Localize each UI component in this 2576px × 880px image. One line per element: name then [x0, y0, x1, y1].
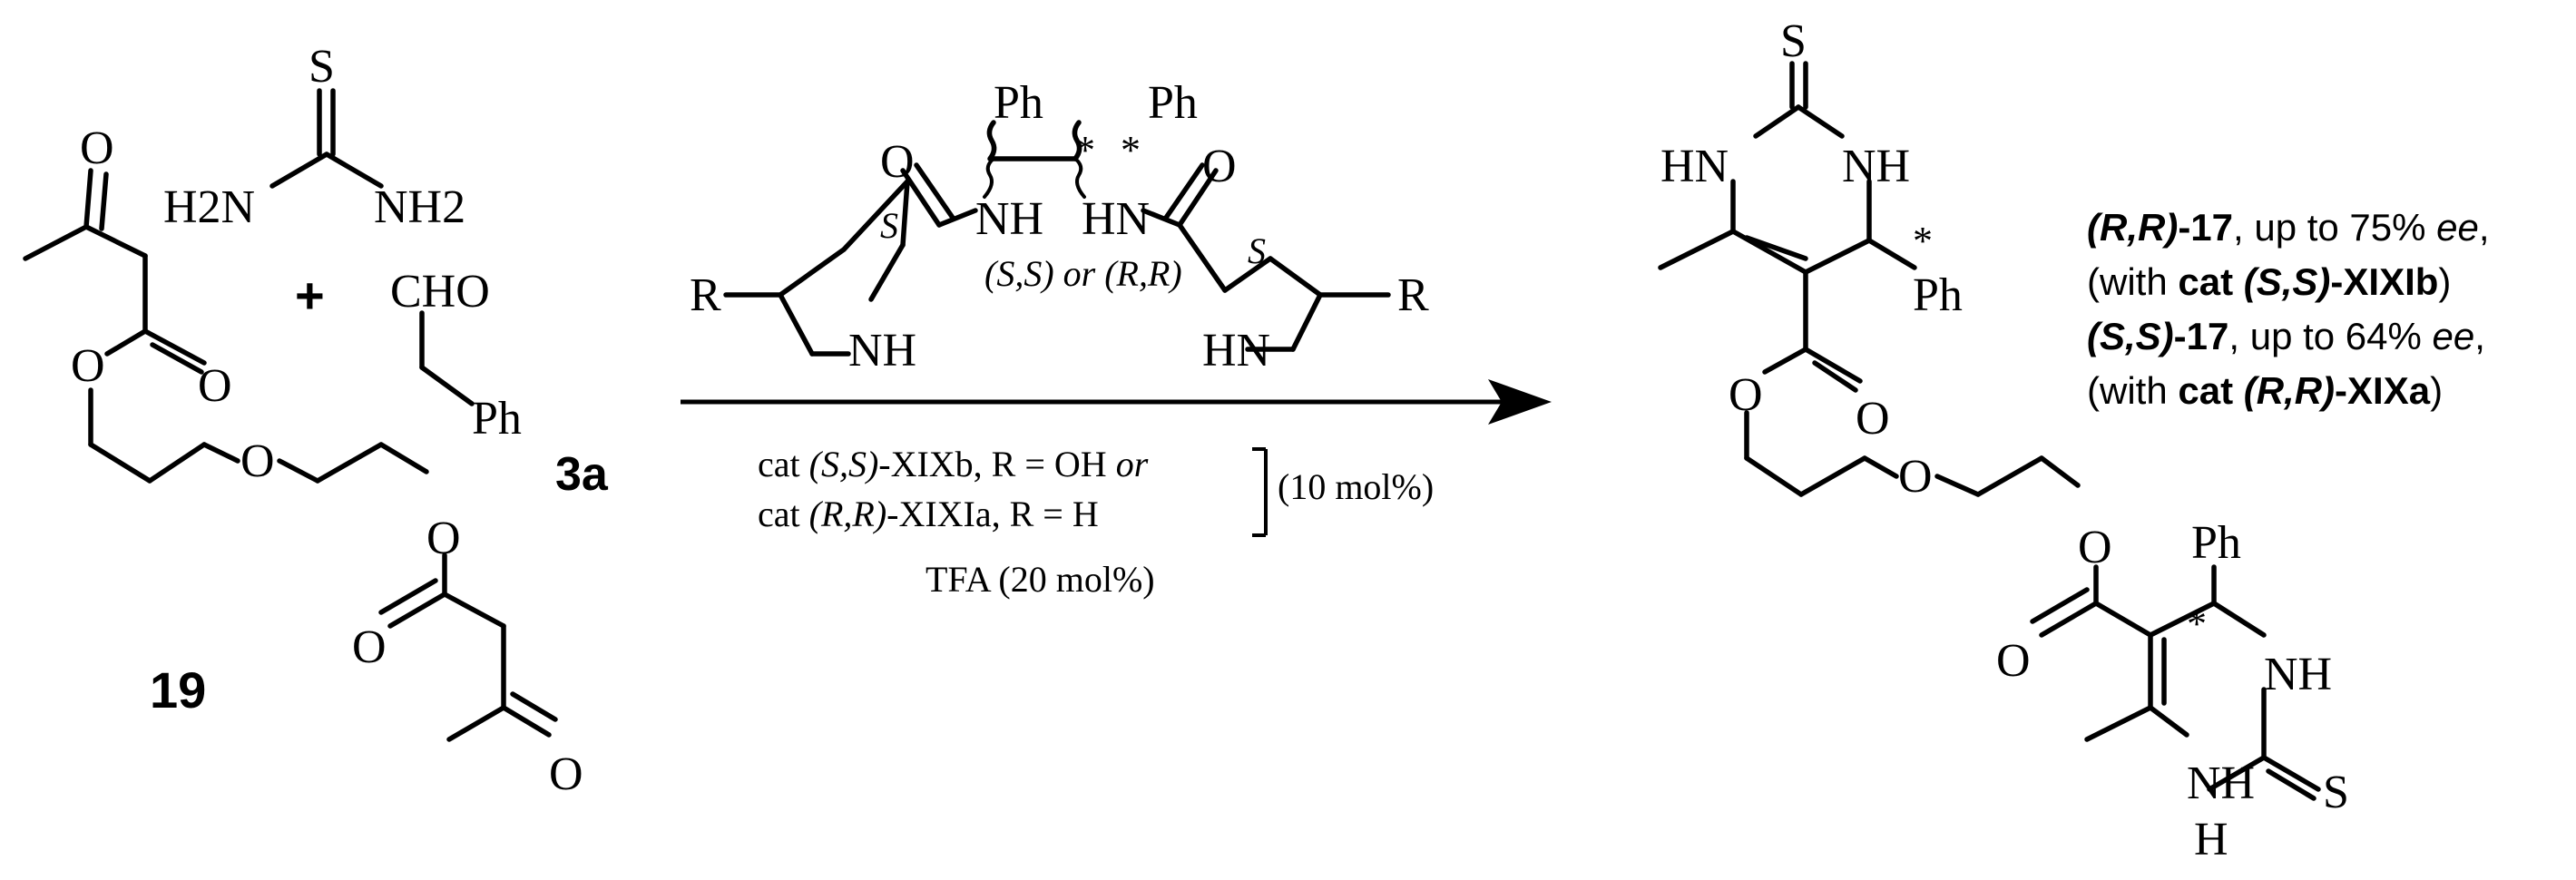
aldehyde-label: 3a: [555, 448, 609, 501]
results-line2: (with cat (S,S)-XIXIb): [2087, 260, 2451, 303]
results-line4-stereo: (R,R): [2244, 369, 2335, 412]
catalyst-o-right: O: [1202, 141, 1237, 192]
catalyst-hn-right: HN: [1082, 193, 1150, 245]
results-line3-ee: ee: [2433, 315, 2475, 357]
results-line1-compound: -17: [2178, 206, 2233, 249]
reactant-19-o-ester1: O: [71, 340, 105, 392]
product-stereo-star-top: *: [1913, 219, 1933, 263]
results-line1-end: ,: [2479, 206, 2490, 249]
product-sulfur-bottom: S: [2323, 767, 2349, 818]
results-line1-stereo: (R,R): [2087, 206, 2178, 249]
catalyst-s-right: S: [1248, 230, 1266, 271]
product-stereo-star-bottom: *: [2187, 601, 2207, 646]
results-line1-ee: ee: [2436, 206, 2479, 249]
reactant-19-structure: [23, 168, 558, 742]
catalyst-stereo-note: (S,S) or (R,R): [984, 253, 1182, 294]
catalyst-o-left: O: [880, 136, 915, 188]
reactant-19-o-ketone2: O: [549, 748, 583, 800]
catalyst-r-right: R: [1397, 269, 1429, 321]
thiourea-sulfur: S: [309, 41, 335, 93]
catalyst-ph-left: Ph: [994, 77, 1043, 129]
results-line4-name: -XIXa: [2335, 369, 2431, 412]
reactant-19-o-ketone1: O: [80, 122, 114, 174]
product-h-bottom: H: [2194, 814, 2228, 865]
reactant-19-o-carbonyl1: O: [198, 360, 232, 412]
conditions-line1: cat (S,S)-XIXb, R = OH or: [758, 444, 1149, 484]
product-n-bottom: NH: [2187, 758, 2255, 809]
results-line4-open: (with: [2087, 369, 2178, 412]
conditions-loading: (10 mol%): [1278, 466, 1434, 507]
catalyst-nh-pyrrolidine-left: NH: [848, 325, 916, 376]
product-nh-top: NH: [1842, 141, 1910, 192]
conditions-additive: TFA (20 mol%): [926, 559, 1155, 600]
product-hn-top: HN: [1660, 141, 1729, 192]
catalyst-structure: [723, 120, 1391, 357]
product-structure: [1658, 61, 2321, 801]
results-line3-compound: -17: [2174, 315, 2229, 357]
catalyst-r-left: R: [690, 269, 721, 321]
product-o-carbonyl-bottom: O: [1996, 635, 2031, 687]
reactant-19-o-ether: O: [240, 435, 275, 487]
catalyst-stereo-star-right: *: [1121, 128, 1141, 172]
conditions-line1-or: or: [1116, 444, 1149, 484]
results-line4: (with cat (R,R)-XIXa): [2087, 369, 2443, 412]
thiourea-nh2-left: H2N: [163, 181, 255, 233]
product-nh-bottom-right: NH: [2264, 649, 2332, 700]
catalyst-ph-right: Ph: [1148, 77, 1198, 129]
results-line2-open: (with: [2087, 260, 2178, 303]
plus-sign: +: [295, 267, 325, 324]
product-o-ester-top: O: [1729, 369, 1763, 421]
conditions-line2-rest: -XIXIa, R = H: [886, 494, 1099, 534]
catalyst-nh-left: NH: [975, 193, 1043, 245]
reactant-19-o-carbonyl2: O: [352, 621, 387, 673]
thiourea-nh2-right: NH2: [374, 181, 465, 233]
catalyst-hn-pyrrolidine-right: HN: [1202, 325, 1270, 376]
conditions-line2-prefix: cat: [758, 494, 809, 534]
product-ph-top: Ph: [1913, 269, 1963, 321]
product-o-ester-bottom: O: [2078, 522, 2112, 573]
thiourea-structure: [269, 88, 384, 189]
aldehyde-structure: [419, 310, 475, 406]
reactant-19-label: 19: [150, 661, 206, 719]
results-line3-stereo: (S,S): [2087, 315, 2174, 357]
catalyst-stereo-star-left: *: [1075, 128, 1095, 172]
results-line2-cat: cat: [2178, 260, 2243, 303]
aldehyde-ph: Ph: [472, 393, 522, 445]
results-line2-name: -XIXIb: [2330, 260, 2438, 303]
product-ph-bottom: Ph: [2191, 517, 2241, 569]
aldehyde-cho: CHO: [390, 266, 490, 318]
results-line1-rest: , up to 75%: [2233, 206, 2436, 249]
catalyst-stereo-note-b: (R,R): [1104, 253, 1182, 294]
conditions-bracket: [1252, 447, 1268, 537]
product-sulfur-top: S: [1780, 15, 1807, 67]
conditions-line1-stereo: (S,S): [809, 444, 879, 484]
results-line3: (S,S)-17, up to 64% ee,: [2087, 315, 2485, 357]
product-o-ether: O: [1898, 451, 1933, 503]
conditions-line1-prefix: cat: [758, 444, 809, 484]
product-o-carbonyl-top: O: [1856, 393, 1890, 445]
results-line3-end: ,: [2474, 315, 2485, 357]
catalyst-stereo-note-mid: or: [1054, 253, 1105, 294]
catalyst-stereo-note-a: (S,S): [984, 253, 1054, 294]
conditions-line1-rest: -XIXb, R = OH: [878, 444, 1115, 484]
conditions-line2: cat (R,R)-XIXIa, R = H: [758, 494, 1099, 534]
results-line3-rest: , up to 64%: [2228, 315, 2432, 357]
results-line4-cat: cat: [2178, 369, 2243, 412]
results-line2-stereo: (S,S): [2244, 260, 2331, 303]
results-line4-close: ): [2430, 369, 2443, 412]
results-line2-close: ): [2438, 260, 2451, 303]
catalyst-s-left: S: [880, 205, 898, 246]
reaction-arrow: [681, 379, 1552, 425]
results-line1: (R,R)-17, up to 75% ee,: [2087, 206, 2490, 249]
conditions-line2-stereo: (R,R): [809, 494, 887, 534]
reactant-19-o-ester2: O: [426, 513, 461, 564]
